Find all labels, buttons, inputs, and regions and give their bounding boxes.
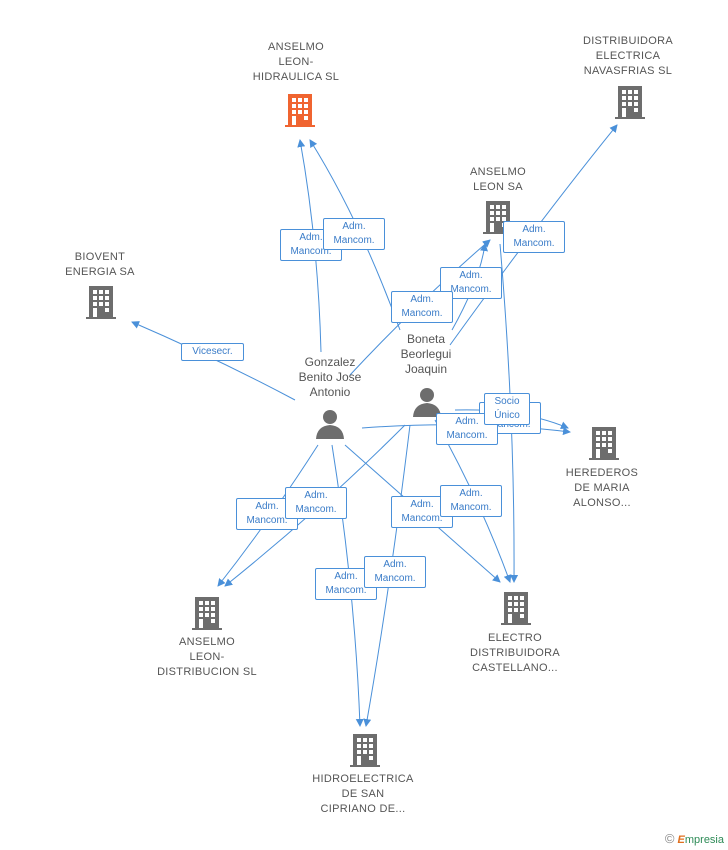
relation-label: Adm. Mancom. bbox=[364, 556, 426, 588]
relation-label: Adm. Mancom. bbox=[285, 487, 347, 519]
relation-label: Adm. Mancom. bbox=[440, 485, 502, 517]
company-anselmo-leon-sa-label[interactable]: ANSELMO LEON SA bbox=[470, 166, 526, 193]
building-icon[interactable] bbox=[84, 284, 118, 320]
person-gonzalez-label[interactable]: Gonzalez Benito Jose Antonio bbox=[298, 355, 362, 399]
brand-name: mpresia bbox=[684, 834, 724, 846]
company-distribuidora-navasfrias-label[interactable]: DISTRIBUIDORA ELECTRICA NAVASFRIAS SL bbox=[582, 35, 674, 77]
company-anselmo-leon-distribucion-label[interactable]: ANSELMO LEON- DISTRIBUCION SL bbox=[157, 636, 257, 678]
company-biovent-label[interactable]: BIOVENT ENERGIA SA bbox=[65, 251, 135, 278]
company-herederos-label[interactable]: HEREDEROS DE MARIA ALONSO... bbox=[565, 467, 639, 509]
relation-label: Vicesecr. bbox=[181, 343, 244, 361]
company-hidroelectrica-label[interactable]: HIDROELECTRICA DE SAN CIPRIANO DE... bbox=[312, 773, 414, 815]
brand-footer: © Empresia bbox=[665, 831, 724, 846]
company-anselmo-leon-hidraulica-label[interactable]: ANSELMO LEON- HIDRAULICA SL bbox=[252, 41, 340, 83]
building-icon[interactable] bbox=[499, 590, 533, 626]
relation-label: Adm. Mancom. bbox=[323, 218, 385, 250]
building-icon[interactable] bbox=[587, 425, 621, 461]
company-electro-distribuidora-label[interactable]: ELECTRO DISTRIBUIDORA CASTELLANO... bbox=[469, 632, 561, 674]
building-icon[interactable] bbox=[190, 595, 224, 631]
relation-label: Adm. Mancom. bbox=[391, 291, 453, 323]
relation-label: Adm. Mancom. bbox=[280, 229, 342, 261]
relation-label: Adm. Mancom. bbox=[503, 221, 565, 253]
relation-label: Socio Único bbox=[484, 393, 530, 425]
copyright-icon: © bbox=[664, 831, 675, 846]
person-icon[interactable] bbox=[411, 386, 443, 418]
building-icon[interactable] bbox=[613, 84, 647, 120]
edge-gonzalez-biovent bbox=[131, 321, 296, 401]
brand-initial: E bbox=[677, 834, 685, 846]
building-icon[interactable] bbox=[283, 92, 317, 128]
person-boneta-label[interactable]: Boneta Beorlegui Joaquin bbox=[400, 332, 452, 376]
building-icon[interactable] bbox=[348, 732, 382, 768]
person-icon[interactable] bbox=[314, 408, 346, 440]
